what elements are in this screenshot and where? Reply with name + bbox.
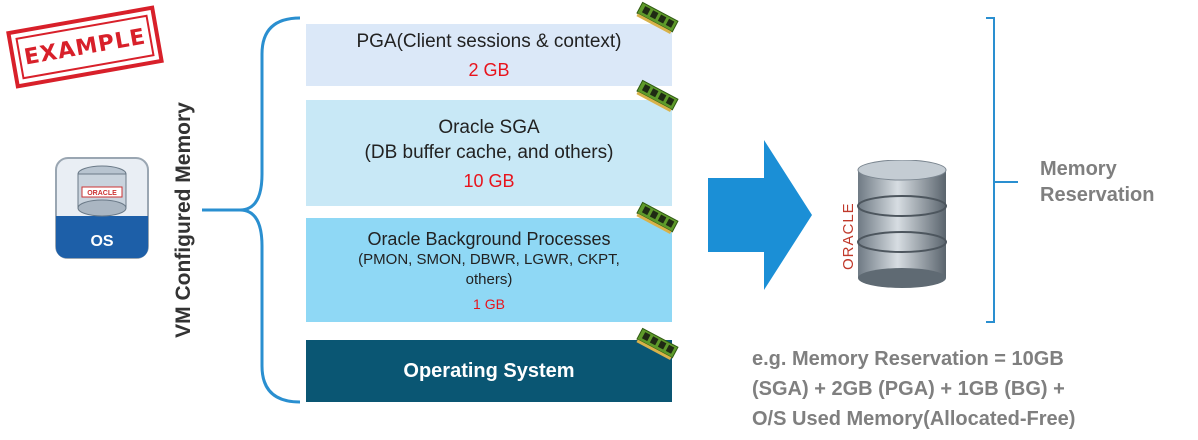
example-stamp-text: EXAMPLE (15, 14, 155, 80)
ram-chip-icon (636, 1, 679, 34)
pga-value: 2 GB (468, 60, 510, 80)
left-brace (202, 16, 301, 404)
bg-subtitle-2: others) (465, 271, 513, 288)
os-icon-label: OS (90, 233, 113, 250)
example-stamp: EXAMPLE (6, 5, 164, 89)
memory-reservation-line1: Memory (1040, 158, 1117, 180)
sga-title: Oracle SGA (438, 116, 540, 138)
ram-chip-icon (636, 201, 679, 234)
reservation-formula: e.g. Memory Reservation = 10GB (SGA) + 2… (752, 344, 1075, 434)
ram-chip-icon (636, 79, 679, 112)
oracle-database-icon: ORACLE (840, 160, 947, 288)
memory-reservation-line2: Reservation (1040, 184, 1155, 206)
pga-title: PGA(Client sessions & context) (356, 31, 622, 52)
os-database-icon: ORACLE OS (55, 157, 149, 259)
right-bracket (986, 17, 1018, 323)
os-title: Operating System (403, 359, 575, 382)
db-icon-brand: ORACLE (840, 202, 857, 270)
bg-subtitle-1: (PMON, SMON, DBWR, LGWR, CKPT, (358, 251, 620, 268)
vm-configured-memory-text: VM Configured Memory (172, 102, 195, 338)
formula-line3: O/S Used Memory(Allocated-Free) (752, 408, 1076, 430)
sga-block: Oracle SGA (DB buffer cache, and others)… (306, 100, 672, 206)
sga-value: 10 GB (463, 170, 515, 191)
pga-block: PGA(Client sessions & context) 2 GB (306, 24, 672, 86)
formula-line1: e.g. Memory Reservation = 10GB (752, 348, 1064, 370)
os-icon-brand: ORACLE (87, 190, 117, 197)
operating-system-block: Operating System (306, 340, 672, 402)
bg-value: 1 GB (473, 296, 505, 312)
ram-chip-icon (636, 327, 679, 360)
bg-title: Oracle Background Processes (367, 229, 611, 249)
background-processes-block: Oracle Background Processes (PMON, SMON,… (306, 218, 672, 322)
sga-subtitle: (DB buffer cache, and others) (364, 141, 614, 163)
memory-reservation-label: Memory Reservation (1040, 156, 1155, 208)
right-arrow-icon (708, 140, 812, 290)
formula-line2: (SGA) + 2GB (PGA) + 1GB (BG) + (752, 378, 1065, 400)
